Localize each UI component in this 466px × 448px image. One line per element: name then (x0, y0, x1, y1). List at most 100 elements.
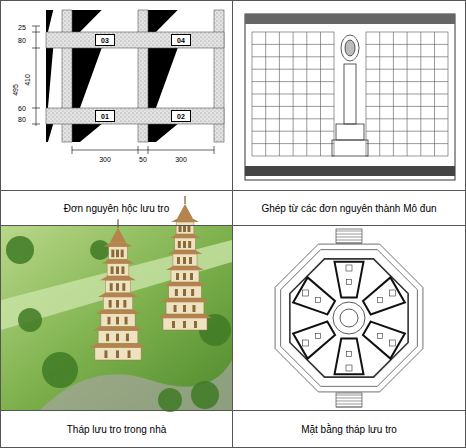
caption-text: Ghép từ các đơn nguyên thành Mô đun (261, 203, 436, 214)
niche-grid (252, 32, 334, 156)
tree (158, 388, 182, 412)
dimension-line (36, 26, 37, 126)
octagon-wall (275, 244, 423, 392)
altar-base (332, 140, 368, 156)
ornament (341, 35, 359, 61)
dimension-label: 80 (17, 116, 27, 123)
niche-column (379, 32, 380, 156)
tree (90, 240, 110, 260)
dimension-tick (32, 26, 40, 27)
ash-room (363, 322, 405, 359)
niche-wedge (72, 124, 102, 142)
niche-column (393, 32, 394, 156)
stair-step (336, 231, 362, 232)
niche-wedge (148, 48, 178, 108)
pagoda (158, 196, 212, 330)
stair-step (336, 395, 362, 396)
niche (389, 290, 395, 296)
tree (6, 236, 34, 264)
stair-step (336, 243, 362, 244)
niche (347, 280, 352, 285)
ash-room (363, 277, 405, 314)
dimension-label: 300 (174, 156, 188, 163)
caption-text: Tháp lưu tro trong nhà (67, 424, 167, 435)
dimension-line (72, 150, 214, 151)
ash-room (335, 339, 364, 375)
dimension-label: 25 (17, 24, 27, 31)
dimension-label: 50 (138, 156, 148, 163)
niche-wedge (148, 10, 178, 32)
stair-step (336, 240, 362, 241)
niche (389, 340, 395, 346)
niche-number: 01 (95, 110, 115, 122)
caption-text: Mặt bằng tháp lưu tro (301, 424, 397, 435)
stair-step (336, 401, 362, 402)
center-pillar (344, 64, 356, 124)
niche (378, 298, 383, 303)
base-band (245, 166, 455, 176)
dimension-tick (138, 146, 139, 154)
niche-wedge (46, 10, 53, 32)
niche-column (407, 32, 408, 156)
center-ring (333, 302, 365, 334)
niche-number: 02 (177, 113, 185, 120)
niche-wedge (72, 48, 102, 108)
niche (303, 290, 309, 296)
cornice (245, 14, 455, 24)
stair-step (336, 407, 362, 408)
niche-column (320, 32, 321, 156)
niche-column (279, 32, 280, 156)
niche-grid (366, 32, 448, 156)
niche (315, 334, 320, 339)
niche-number: 03 (101, 37, 109, 44)
dimension-label: 60 (17, 105, 27, 112)
stair (336, 229, 362, 243)
stone-band (46, 108, 224, 124)
niche (347, 352, 352, 357)
dimension-label: 80 (17, 37, 27, 44)
niche-wedge (148, 124, 178, 142)
stair-step (336, 404, 362, 405)
dimension-label: 495 (12, 83, 19, 97)
dimension-tick (32, 124, 40, 125)
niche-number: 01 (101, 113, 109, 120)
caption-cell: Đơn nguyên hộc lưu tro (1, 191, 232, 225)
ash-room (335, 262, 364, 298)
stone-band (46, 32, 224, 48)
niche-wedge (46, 124, 53, 142)
niche-column (265, 32, 266, 156)
niche (315, 298, 320, 303)
octagon-wall (290, 259, 408, 377)
tree (191, 381, 219, 409)
niche-column (420, 32, 421, 156)
niche-wedge (46, 48, 53, 108)
niche (303, 340, 309, 346)
niche-number: 02 (171, 110, 191, 122)
dimension-tick (32, 48, 40, 49)
niche-column (306, 32, 307, 156)
module-frame (245, 14, 455, 180)
niche (346, 365, 352, 371)
niche-number: 04 (171, 34, 191, 46)
niche-column (293, 32, 294, 156)
stair-step (336, 398, 362, 399)
landscape (1, 226, 232, 410)
stair-step (336, 234, 362, 235)
dimension-tick (148, 146, 149, 154)
niche-number: 04 (177, 37, 185, 44)
dimension-tick (214, 146, 215, 154)
ash-room (293, 277, 335, 314)
ornament (345, 40, 355, 56)
caption-cell: Ghép từ các đơn nguyên thành Mô đun (233, 191, 465, 225)
ash-room (293, 322, 335, 359)
caption-text: Đơn nguyên hộc lưu tro (64, 203, 170, 214)
altar (336, 124, 364, 140)
dimension-tick (72, 146, 73, 154)
niche-wedge (72, 10, 102, 32)
dimension-tick (32, 32, 40, 33)
niche (378, 334, 383, 339)
pagoda (90, 219, 147, 360)
niche-number: 03 (95, 34, 115, 46)
dimension-label: 300 (98, 156, 112, 163)
